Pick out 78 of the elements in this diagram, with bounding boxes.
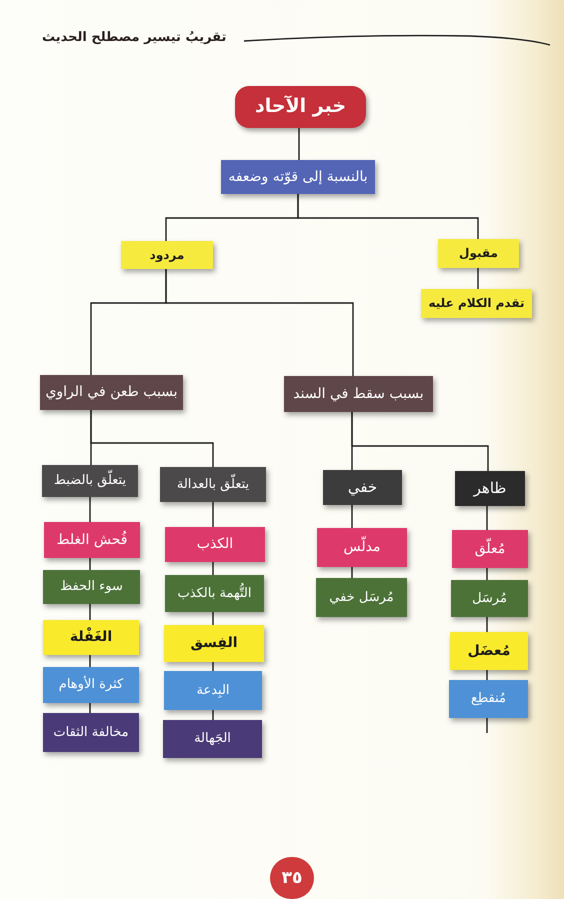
connector-line	[486, 506, 488, 530]
subcategory-text: خفي	[348, 477, 378, 498]
type-text: مُعلّق	[474, 540, 506, 558]
connector-line	[486, 568, 488, 580]
running-header: تقريبُ تيسير مصطلح الحديث	[42, 29, 226, 47]
type-text: مُنقطِع	[470, 690, 506, 708]
connector-line	[298, 128, 300, 160]
subcategory-box	[160, 467, 266, 502]
type-text: فُحش الغلط	[56, 530, 128, 550]
subcategory-text: ظاهر	[474, 478, 506, 499]
type-box	[44, 522, 140, 558]
subcategory-text: يتعلّق بالضبط	[54, 472, 126, 490]
category-text: تقدم الكلام عليه	[428, 295, 524, 312]
subcategory-box	[42, 465, 138, 497]
connector-line	[89, 655, 91, 667]
heading-text: خبر الآحاد	[254, 94, 346, 120]
connector-line	[89, 497, 91, 522]
category-text: مردود	[150, 246, 184, 264]
connector-line	[89, 703, 91, 713]
connector-line	[90, 410, 92, 465]
heading-box	[235, 86, 366, 128]
cause-box	[284, 376, 433, 412]
type-box	[316, 578, 407, 617]
connector-line	[89, 604, 91, 620]
type-text: مدلّس	[344, 538, 380, 557]
connector-line	[351, 412, 353, 470]
connector-line	[212, 562, 214, 575]
type-box	[317, 528, 407, 567]
category-box	[438, 239, 519, 268]
connector-line	[90, 269, 167, 375]
connector-line	[486, 670, 488, 680]
subcategory-box	[323, 470, 402, 505]
type-text: الفِسق	[190, 634, 238, 653]
connector-line	[486, 718, 488, 733]
type-box	[164, 625, 264, 662]
connector-line	[212, 710, 214, 720]
cause-text: بسبب سقط في السند	[293, 384, 424, 404]
connector-line	[165, 194, 299, 241]
cause-text: بسبب طعن في الراوي	[45, 383, 178, 402]
connector-line	[212, 502, 214, 527]
type-box	[163, 720, 262, 758]
type-box	[43, 713, 139, 752]
criterion-text: بالنسبة إلى قوّته وضعفه	[228, 168, 368, 186]
type-text: البِدعة	[196, 682, 230, 700]
type-box	[165, 527, 265, 562]
type-text: التُّهمة بالكذب	[178, 584, 252, 602]
subcategory-text: يتعلّق بالعدالة	[176, 476, 250, 494]
connector-line	[351, 505, 353, 528]
type-box	[450, 632, 528, 670]
connector-line	[477, 268, 479, 289]
type-text: الجَهالة	[194, 730, 231, 748]
type-box	[164, 671, 262, 710]
type-text: مُرسَل	[472, 590, 507, 608]
connector-line	[351, 567, 353, 578]
type-text: مخالفة الثقات	[53, 724, 129, 742]
category-text: مقبول	[459, 245, 498, 262]
type-box	[449, 680, 528, 718]
type-box	[43, 667, 139, 703]
connector-line	[486, 617, 488, 632]
page-number: ٣٥	[282, 866, 302, 890]
type-box	[451, 580, 528, 617]
cause-box	[40, 375, 183, 410]
type-box	[452, 530, 528, 568]
type-text: سوء الحفظ	[60, 578, 123, 596]
type-box	[43, 570, 140, 604]
type-box	[165, 575, 264, 612]
type-box	[43, 620, 139, 655]
criterion-box	[221, 160, 375, 194]
category-box	[421, 289, 532, 318]
type-text: مُعضَل	[468, 642, 510, 660]
connector-line	[212, 612, 214, 625]
category-box	[121, 241, 213, 269]
type-text: الغَفْلة	[70, 628, 112, 647]
subcategory-box	[455, 471, 525, 506]
connector-line	[89, 558, 91, 570]
type-text: كثرة الأوهام	[58, 676, 124, 694]
type-text: الكذب	[196, 535, 234, 554]
type-text: مُرسَل خفي	[329, 588, 394, 606]
